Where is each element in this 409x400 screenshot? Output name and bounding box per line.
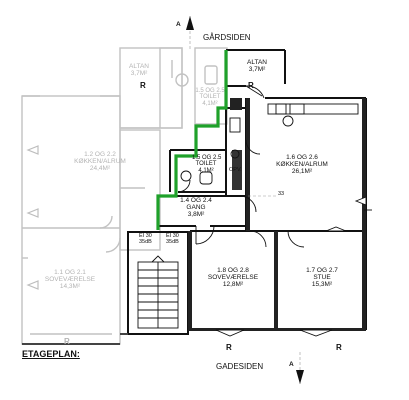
- room-bedroom-right: 1.8 OG 2.8 SOVEVÆRELSE 12,8M²: [200, 267, 266, 288]
- room-name: 1.8 OG 2.8: [217, 267, 249, 274]
- room-altan-right: ALTAN 3,7M²: [240, 59, 274, 74]
- room-area: 3,8M²: [187, 210, 205, 218]
- south-label: GADESIDEN: [216, 362, 264, 371]
- section-marker-bottom: A: [289, 361, 294, 368]
- room-area: 3,7M²: [130, 69, 148, 77]
- staircase: [137, 255, 179, 329]
- doors: [177, 85, 305, 248]
- room-hall: 1.4 OG 2.4 GANG 3,8M²: [172, 197, 220, 218]
- outer-walls: [22, 333, 128, 345]
- radiator-mark: R: [336, 343, 342, 352]
- room-name: 1.4 OG 2.4: [180, 197, 212, 204]
- room-bedroom-left: 1.1 OG 2.1 SOVEVÆRELSE 14,3M²: [40, 269, 100, 290]
- room-subtitle: SOVEVÆRELSE: [44, 275, 96, 283]
- room-name: 1.5 OG 2.5: [195, 88, 225, 94]
- room-name: 1.6 OG 2.6: [286, 154, 318, 161]
- room-name: 1.7 OG 2.7: [306, 267, 338, 274]
- room-name: 1.2 OG 2.2: [84, 151, 116, 158]
- room-area: 24,4M²: [89, 164, 111, 172]
- room-area: 14,3M²: [59, 282, 81, 290]
- sound-rating: 35dB: [139, 238, 152, 245]
- room-subtitle: KØKKEN/ALRUM: [74, 157, 126, 165]
- radiator-mark: R: [226, 343, 232, 352]
- room-area: 15,3M²: [311, 280, 333, 288]
- room-subtitle: TOILET: [195, 161, 217, 168]
- section-arrows: [186, 16, 304, 384]
- room-kitchen-left: 1.2 OG 2.2 KØKKEN/ALRUM 24,4M²: [70, 151, 130, 172]
- fixtures: [180, 103, 359, 185]
- room-subtitle: KØKKEN/ALRUM: [276, 160, 328, 168]
- room-kitchen-right: 1.6 OG 2.6 KØKKEN/ALRUM 26,1M²: [272, 154, 332, 175]
- room-subtitle: STUE: [313, 273, 331, 281]
- radiator-mark: R: [64, 337, 70, 346]
- room-subtitle: TOILET: [199, 94, 221, 101]
- unit-boundary: [156, 50, 228, 230]
- north-label: GÅRDSIDEN: [203, 33, 251, 42]
- room-area: 26,1M²: [291, 167, 313, 175]
- fire-rating: EI 30: [139, 233, 152, 239]
- room-name: ALTAN: [247, 59, 267, 66]
- room-area: 4,1M²: [198, 167, 214, 174]
- sound-rating: 35dB: [166, 238, 179, 245]
- page-title: ETAGEPLAN:: [22, 349, 80, 359]
- wall-fills: [188, 98, 366, 331]
- room-toilet-left: 1.5 OG 2.5 TOILET 4,1M²: [192, 88, 228, 107]
- fire-label-left: EI 30 35dB: [139, 233, 152, 246]
- room-subtitle: SOVEVÆRELSE: [207, 273, 259, 281]
- fire-rating: EI 30: [166, 233, 179, 239]
- windows: [215, 196, 372, 337]
- neighbor-windows: [26, 145, 39, 290]
- radiator-mark: R: [140, 81, 146, 90]
- room-altan-left: ALTAN 3,7M²: [124, 63, 154, 78]
- room-living-right: 1.7 OG 2.7 STUE 15,3M²: [294, 267, 350, 288]
- room-toilet: 1.5 OG 2.5 TOILET 4,1M²: [192, 155, 222, 174]
- shaft-label: OPV.: [229, 167, 242, 173]
- radiator-mark: R: [248, 81, 254, 90]
- dimension-marker: 33: [278, 191, 285, 197]
- room-name: 1.5 OG 2.5: [192, 155, 222, 161]
- room-area: 12,8M²: [222, 280, 244, 288]
- fire-label-right: EI 30 35dB: [166, 233, 179, 246]
- room-area: 3,7M²: [248, 65, 266, 73]
- room-subtitle: GANG: [186, 203, 206, 211]
- room-name: 1.1 OG 2.1: [54, 269, 86, 276]
- room-name: ALTAN: [129, 63, 149, 70]
- section-marker-top: A: [176, 21, 181, 28]
- room-area: 4,1M²: [202, 100, 218, 107]
